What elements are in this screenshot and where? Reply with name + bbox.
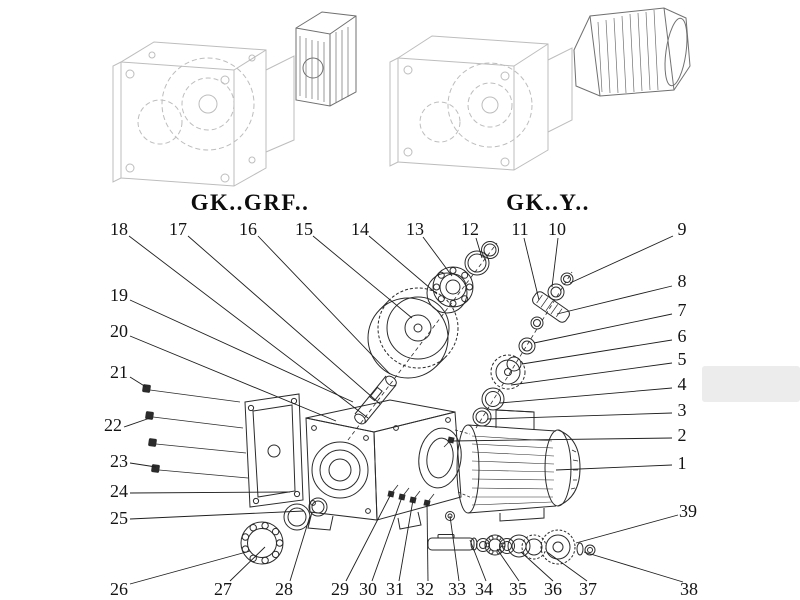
part-number-5: 5	[677, 349, 687, 369]
gearbox-housing	[305, 399, 462, 531]
plate-bolts	[142, 384, 249, 479]
part-number-36: 36	[544, 579, 562, 599]
part-number-16: 16	[239, 219, 257, 239]
part-number-13: 13	[406, 219, 424, 239]
part-number-11: 11	[511, 219, 529, 239]
part-number-38: 38	[680, 579, 698, 599]
input-shaft-parts	[427, 529, 596, 565]
part-number-27: 27	[214, 579, 232, 599]
part-number-29: 29	[331, 579, 349, 599]
part-number-30: 30	[359, 579, 377, 599]
part-number-2: 2	[677, 425, 687, 445]
reference-drawing-gk-grf	[112, 41, 295, 187]
reference-drawing-gk-y	[389, 35, 573, 171]
part-number-24: 24	[110, 481, 128, 501]
part-number-10: 10	[548, 219, 566, 239]
part-number-19: 19	[110, 285, 128, 305]
part-number-34: 34	[475, 579, 493, 599]
part-number-12: 12	[461, 219, 479, 239]
part-number-28: 28	[275, 579, 293, 599]
part-number-3: 3	[677, 400, 687, 420]
variant-label-gk-y: GK..Y..	[506, 190, 590, 215]
exploded-view	[142, 241, 596, 565]
part-number-4: 4	[677, 374, 687, 394]
motor-flange-bolt	[443, 436, 455, 448]
part-number-17: 17	[169, 219, 187, 239]
lower-bearing-set	[240, 497, 328, 565]
part-number-7: 7	[677, 300, 687, 320]
output-gear	[367, 287, 459, 379]
part-number-20: 20	[110, 321, 128, 341]
part-number-33: 33	[448, 579, 466, 599]
input-top-rings	[547, 272, 574, 301]
part-number-8: 8	[677, 271, 687, 291]
part-number-18: 18	[110, 219, 128, 239]
part-number-9: 9	[677, 219, 687, 239]
motor	[456, 409, 581, 522]
part-number-6: 6	[677, 326, 687, 346]
part-number-31: 31	[386, 579, 404, 599]
axis-output-train	[347, 242, 498, 441]
part-number-25: 25	[110, 508, 128, 528]
part-number-21: 21	[110, 362, 128, 382]
part-number-35: 35	[509, 579, 527, 599]
part-number-23: 23	[110, 451, 128, 471]
bevel-gear	[490, 354, 526, 390]
output-bearing	[426, 266, 474, 314]
input-pinion	[518, 291, 570, 355]
part-number-39: 39	[679, 501, 697, 521]
output-shaft	[354, 375, 397, 425]
part-number-37: 37	[579, 579, 597, 599]
reference-drawing-gk-grf-input-cover	[295, 11, 357, 107]
part-number-14: 14	[351, 219, 369, 239]
side-cover-plate	[244, 393, 304, 508]
retaining-rings-upper	[464, 241, 499, 276]
part-number-15: 15	[295, 219, 313, 239]
part-number-32: 32	[416, 579, 434, 599]
part-number-22: 22	[104, 415, 122, 435]
part-number-1: 1	[677, 453, 687, 473]
variant-label-gk-grf: GK..GRF..	[190, 190, 310, 215]
reference-drawing-gk-y-motor	[573, 7, 691, 97]
part-number-26: 26	[110, 579, 128, 599]
watermark-blob	[702, 366, 800, 402]
